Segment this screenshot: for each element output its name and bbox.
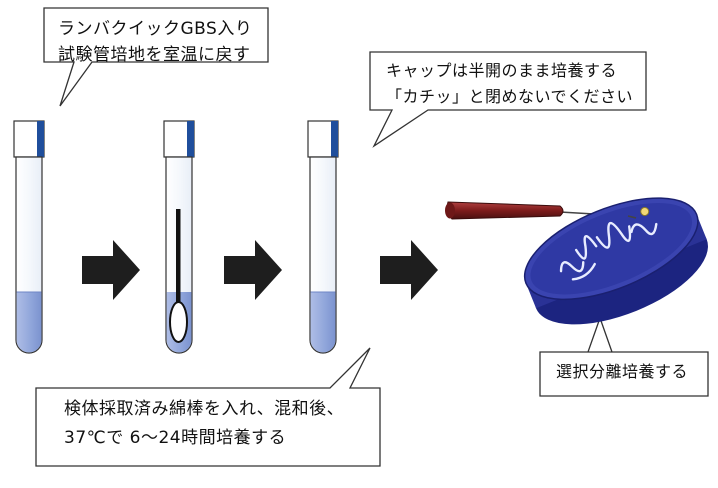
callout-text-warm-medium: ランバクイックGBS入り 試験管培地を室温に戻す	[58, 16, 252, 68]
callout-insert-swab	[35, 347, 381, 467]
callout-line: ランバクイックGBS入り	[58, 19, 253, 39]
petri-dish	[523, 197, 708, 325]
callout-text-insert-swab: 検体採取済み綿棒を入れ、混和後、 37℃で 6〜24時間培養する	[64, 395, 344, 453]
liquid-medium	[16, 292, 42, 353]
callout-line: 検体採取済み綿棒を入れ、混和後、	[64, 399, 345, 419]
tube-cap-stripe	[187, 121, 194, 157]
test-tube-2	[163, 120, 195, 354]
arrow-right-icon	[82, 240, 140, 300]
callout-text-cap-half-open: キャップは半開のまま培養する 「カチッ」と閉めないでください	[386, 58, 633, 110]
inoculating-loop	[445, 201, 629, 220]
test-tube-1	[13, 120, 45, 354]
callout-line: キャップは半開のまま培養する	[386, 61, 618, 80]
tube-cap-stripe	[331, 121, 338, 157]
callout-line: 選択分離培養する	[556, 362, 689, 381]
callout-selective-culture	[539, 316, 709, 397]
callout-line: 試験管培地を室温に戻す	[58, 45, 251, 65]
swab-cotton-tip	[169, 301, 188, 343]
arrow-right-icon	[224, 240, 282, 300]
swab-stick	[176, 209, 181, 309]
tube-cap-stripe	[37, 121, 44, 157]
arrow-right-icon	[380, 240, 438, 300]
callout-line: 37℃で 6〜24時間培養する	[64, 428, 287, 448]
colony-dot	[640, 206, 650, 216]
callout-warm-to-room-temp	[43, 7, 269, 107]
callout-line: 「カチッ」と閉めないでください	[386, 87, 634, 106]
liquid-medium	[310, 292, 336, 353]
test-tube-3	[307, 120, 339, 354]
streak-pattern	[559, 221, 658, 281]
callout-cap-half-open	[369, 51, 647, 148]
callout-text-selective-culture: 選択分離培養する	[556, 359, 688, 385]
